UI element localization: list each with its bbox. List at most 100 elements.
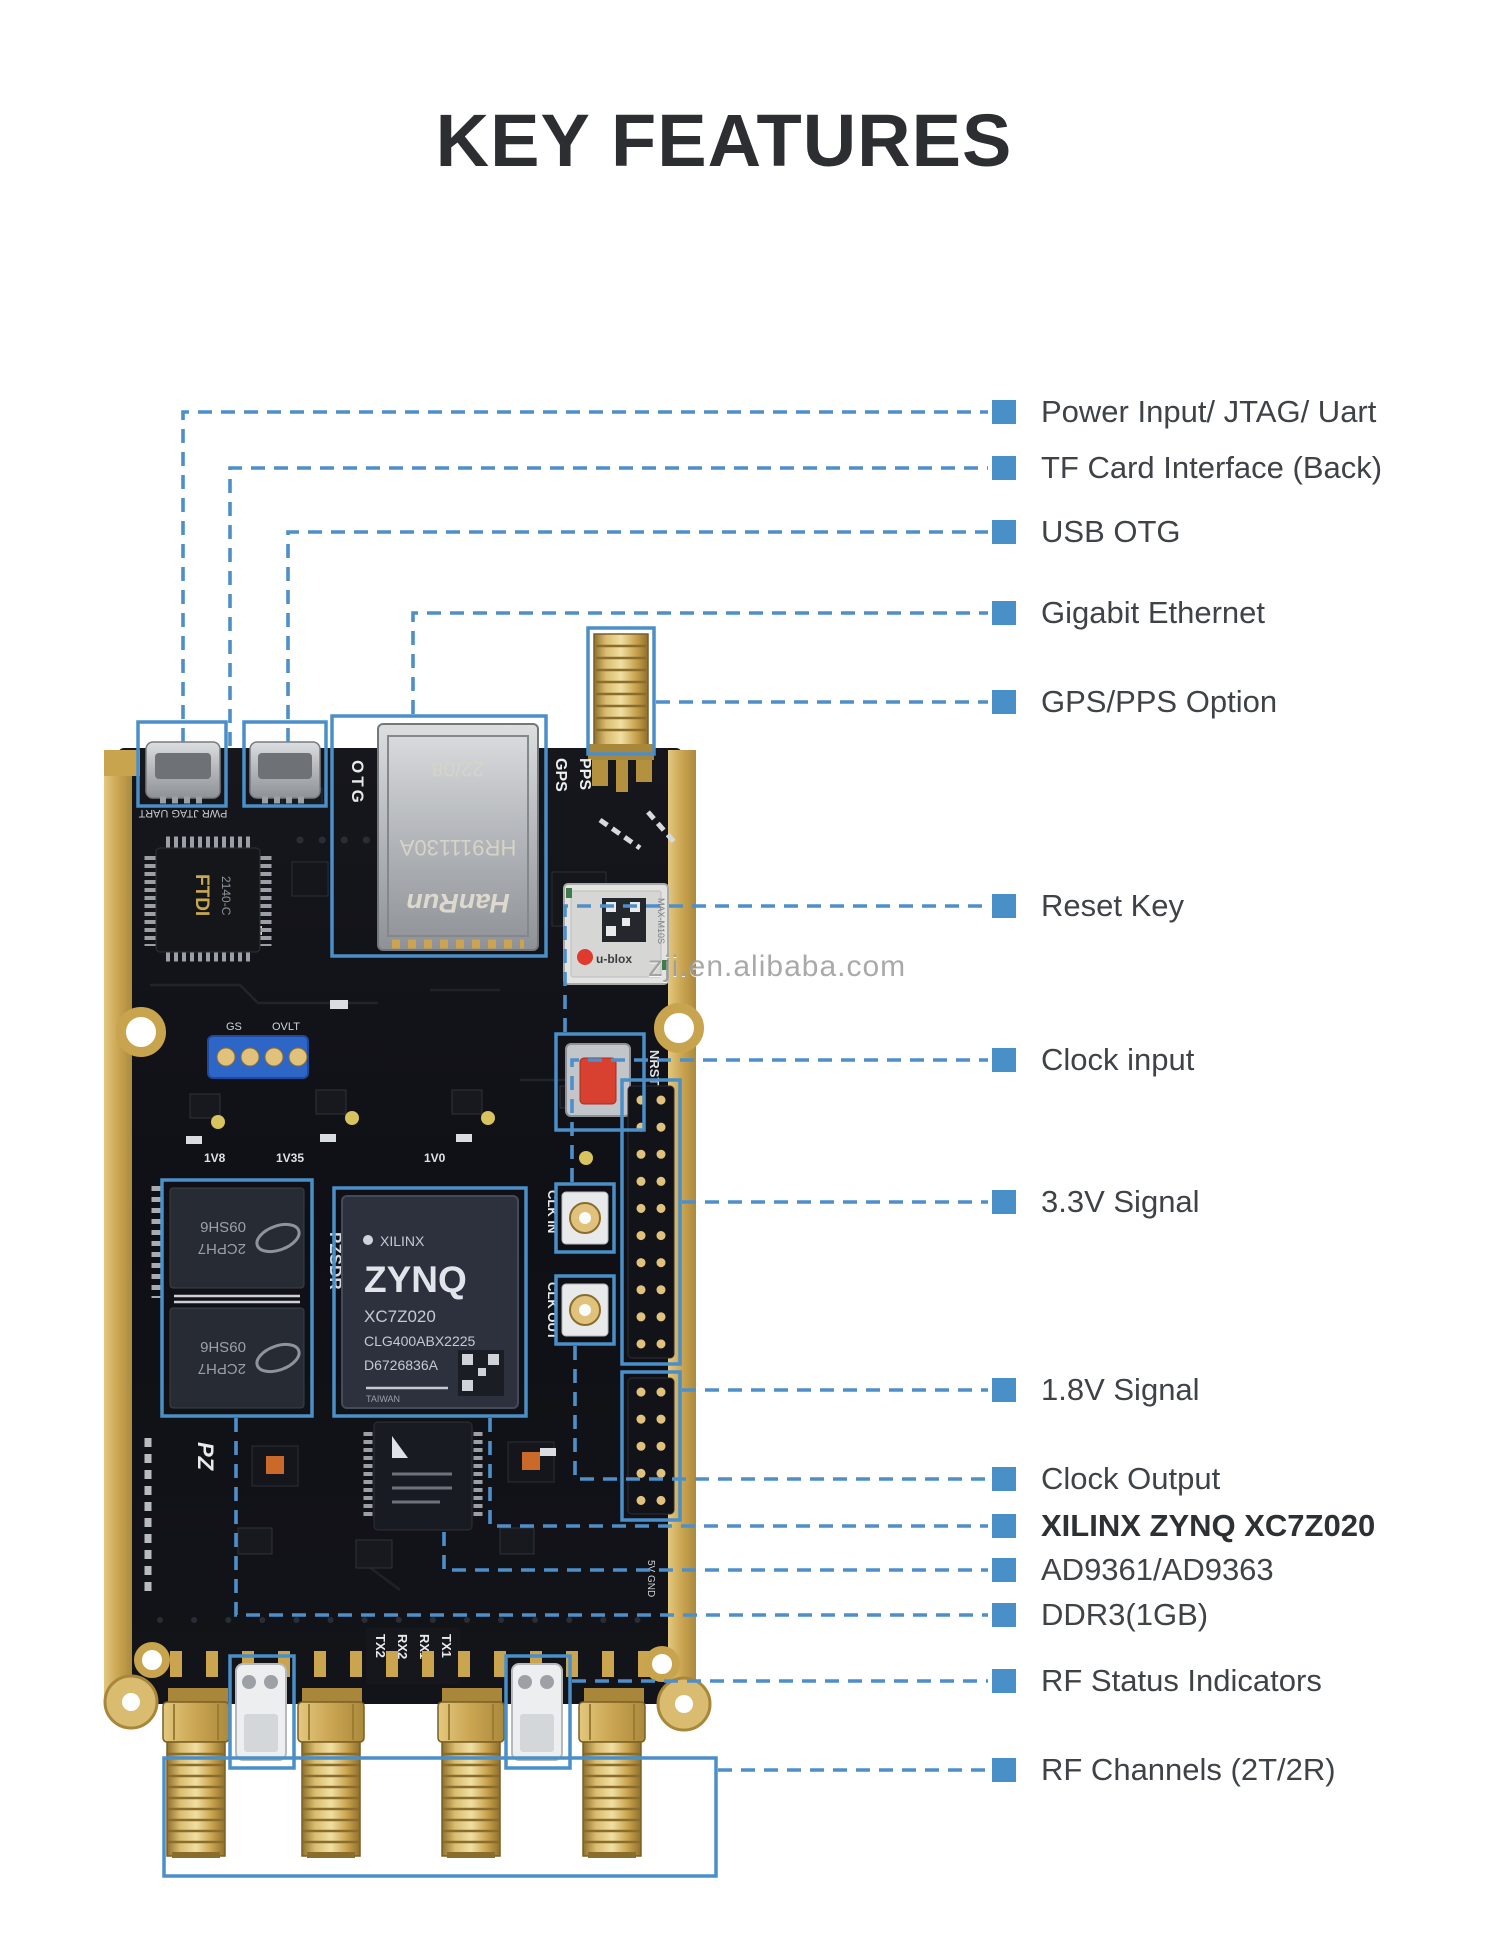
watermark: zji.en.alibaba.com	[648, 950, 907, 983]
blue-connector: GS OVLT	[207, 1021, 309, 1079]
callout-label: Power Input/ JTAG/ Uart	[1041, 394, 1377, 429]
callout-box-usb2	[242, 720, 328, 808]
silkscreen-pwr-jtag-uart: PWR JTAG UART	[138, 807, 227, 819]
callout-ad936x: AD9361/AD9363	[992, 1552, 1274, 1588]
micro-usb-port-1	[145, 741, 221, 804]
zynq-name: ZYNQ	[364, 1259, 467, 1300]
callout-label: 1.8V Signal	[1041, 1372, 1200, 1407]
leader-power-input	[181, 410, 988, 742]
callout-1v8-signal: 1.8V Signal	[992, 1372, 1200, 1408]
callout-label: 3.3V Signal	[1041, 1184, 1200, 1219]
callout-box-ethernet	[330, 714, 548, 958]
memory1-line1: 2CPH7	[198, 1240, 246, 1257]
ftdi-brand: FTDI	[191, 874, 212, 916]
silkscreen-5v-gnd: 5V GND	[645, 1560, 656, 1597]
silkscreen-otg: OTG	[348, 760, 367, 806]
callout-clock-output: Clock Output	[992, 1461, 1220, 1497]
callout-tf-card: TF Card Interface (Back)	[992, 450, 1382, 486]
callout-marker	[992, 520, 1016, 544]
callout-label: AD9361/AD9363	[1041, 1552, 1274, 1587]
silkscreen-ovlt: OVLT	[272, 1021, 300, 1033]
ad936x-chip	[363, 1421, 483, 1531]
page-title: KEY FEATURES	[435, 99, 1013, 182]
callout-label: Gigabit Ethernet	[1041, 595, 1266, 630]
ethernet-date: 22/08	[432, 757, 485, 780]
sma-connector-4	[577, 1700, 647, 1860]
callout-box-clk-out	[554, 1274, 616, 1346]
leader-tf-card	[228, 466, 988, 746]
callout-marker	[992, 1378, 1016, 1402]
leader-gigabit-ethernet	[411, 611, 988, 714]
callout-box-memory	[160, 1178, 314, 1418]
callout-label: GPS/PPS Option	[1041, 684, 1278, 719]
ethernet-brand: HanRun	[406, 888, 510, 918]
callout-marker	[992, 1603, 1016, 1627]
memory2-line1: 2CPH7	[198, 1360, 246, 1377]
leader-zynq	[488, 1418, 988, 1528]
sma-connector-2	[296, 1700, 366, 1860]
callout-marker	[992, 1669, 1016, 1693]
callout-marker	[992, 894, 1016, 918]
gps-sma-connector	[588, 633, 654, 760]
silkscreen-rx2: RX2	[395, 1634, 410, 1659]
leader-ad936x	[442, 1532, 988, 1572]
callout-box-usb1	[136, 720, 228, 808]
rf-sma-connectors	[161, 1688, 647, 1860]
zynq-origin: TAIWAN	[366, 1394, 400, 1404]
mounting-holes	[103, 1003, 712, 1732]
callout-box-gps-sma	[586, 626, 656, 756]
callout-rf-status: RF Status Indicators	[992, 1663, 1322, 1699]
callout-label: USB OTG	[1041, 514, 1181, 549]
leader-clock-input	[570, 1058, 988, 1182]
callout-power-input: Power Input/ JTAG/ Uart	[992, 394, 1376, 430]
ethernet-jack: 22/08 HR911130A HanRun	[377, 723, 539, 951]
callout-3v3-signal: 3.3V Signal	[992, 1184, 1200, 1220]
silkscreen-pps: PPS	[576, 758, 593, 790]
callout-marker	[992, 1048, 1016, 1072]
callout-marker	[992, 1758, 1016, 1782]
callout-clock-input: Clock input	[992, 1042, 1194, 1078]
signal-headers	[627, 1085, 675, 1515]
power-rail-labels: 1V8 1V35 1V0	[204, 1151, 446, 1165]
callout-gps-pps: GPS/PPS Option	[992, 684, 1277, 720]
callout-box-clk-in	[554, 1182, 616, 1254]
callout-box-reset	[554, 1032, 646, 1132]
callout-marker	[992, 400, 1016, 424]
silkscreen-pz-logo: PZ	[193, 1442, 218, 1472]
ftdi-line2: 2140-C	[219, 876, 233, 916]
callout-reset-key: Reset Key	[992, 888, 1184, 924]
callout-marker	[992, 1558, 1016, 1582]
silkscreen-rail-1v35: 1V35	[276, 1151, 304, 1165]
zynq-line2: CLG400ABX2225	[364, 1333, 476, 1349]
silkscreen-gps: GPS	[552, 758, 569, 792]
callout-box-header-3v3	[620, 1078, 682, 1366]
silkscreen-gs: GS	[226, 1021, 242, 1033]
silkscreen-gps-pps: GPS PPS	[552, 758, 676, 851]
callout-label: Clock Output	[1041, 1461, 1221, 1496]
callout-zynq: XILINX ZYNQ XC7Z020	[992, 1508, 1375, 1544]
reset-button	[565, 1043, 631, 1117]
callout-label: Reset Key	[1041, 888, 1185, 923]
callout-marker	[992, 690, 1016, 714]
silkscreen-tx2: TX2	[373, 1634, 388, 1658]
silkscreen-rail-1v8: 1V8	[204, 1151, 226, 1165]
leader-lines	[181, 410, 988, 1772]
silkscreen-rail-1v0: 1V0	[424, 1151, 446, 1165]
callout-marker	[992, 1514, 1016, 1538]
callout-ddr3: DDR3(1GB)	[992, 1597, 1208, 1633]
callout-box-rf-status-1	[228, 1654, 296, 1770]
callout-marker	[992, 601, 1016, 625]
zynq-brand: XILINX	[380, 1233, 425, 1249]
callout-marker	[992, 1467, 1016, 1491]
zynq-part: XC7Z020	[364, 1307, 436, 1326]
callout-label: RF Status Indicators	[1041, 1663, 1322, 1698]
memory2-line2: 09SH6	[200, 1338, 246, 1355]
callout-box-rf-channels	[162, 1756, 718, 1878]
micro-usb-port-2	[249, 741, 321, 804]
zynq-chip: XILINX ZYNQ XC7Z020 CLG400ABX2225 D67268…	[341, 1195, 519, 1409]
callout-box-zynq	[332, 1186, 528, 1418]
callout-box-rf-status-2	[504, 1654, 572, 1770]
callout-marker	[992, 456, 1016, 480]
callout-label: Clock input	[1041, 1042, 1195, 1077]
